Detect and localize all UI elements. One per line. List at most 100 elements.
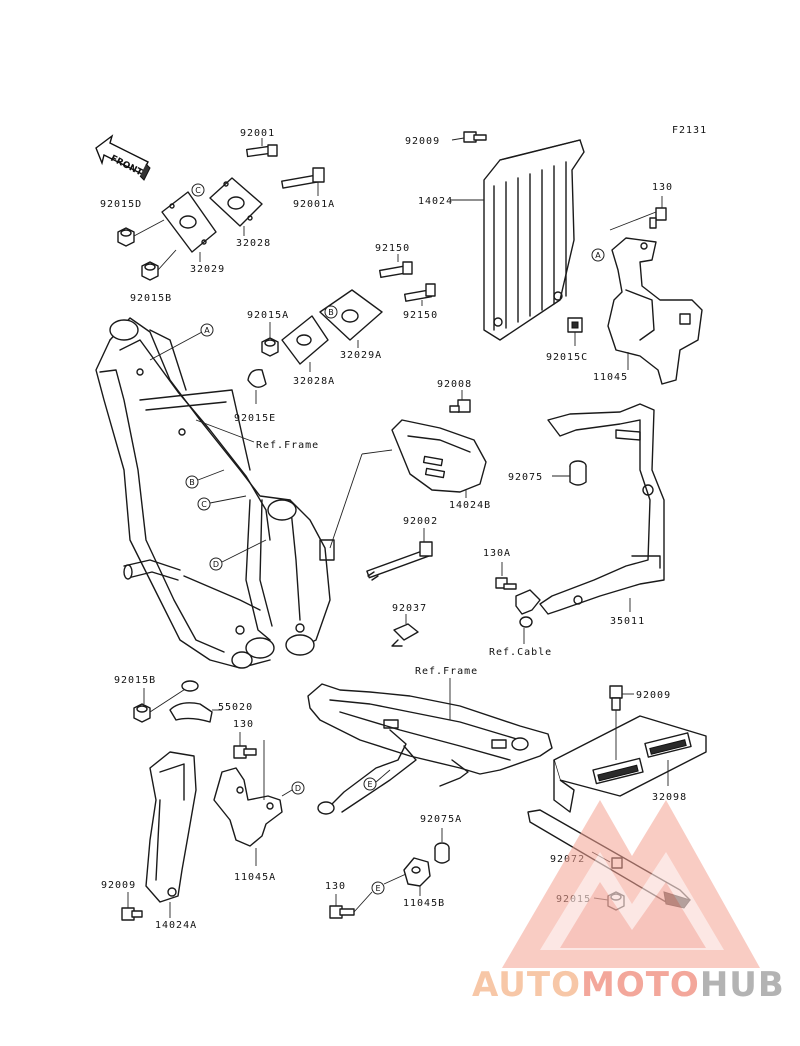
bolt-130a-icon <box>495 577 517 590</box>
plate-32029a-icon <box>319 289 383 341</box>
bolt-92009-bot-icon <box>121 907 143 921</box>
cable-clamp-icon <box>515 589 541 628</box>
radiator-guard-14024-icon <box>483 139 585 341</box>
label-32028: 32028 <box>236 238 271 249</box>
label-92015b-top: 92015B <box>130 293 172 304</box>
bracket-11045-icon <box>607 237 703 385</box>
label-32029: 32029 <box>190 264 225 275</box>
bolt-92150-b-icon <box>403 283 436 302</box>
callout-d-frame: D <box>209 557 223 571</box>
label-11045a: 11045A <box>234 872 276 883</box>
guard-14024b-icon <box>391 419 487 493</box>
plate-32028a-icon <box>281 315 329 365</box>
label-ref-frame-2: Ref.Frame <box>415 666 478 677</box>
label-92015b-bot: 92015B <box>114 675 156 686</box>
bracket-35011-icon <box>539 403 665 615</box>
bolt-92009-top-icon <box>463 131 487 143</box>
guard-14024a-icon <box>145 751 197 903</box>
svg-text:C: C <box>195 186 201 195</box>
bolt-130-top-icon <box>649 207 667 229</box>
label-130-mid: 130 <box>233 719 254 730</box>
svg-text:B: B <box>328 308 334 317</box>
label-92009-top: 92009 <box>405 136 440 147</box>
bolt-92150-a-icon <box>378 261 413 279</box>
label-92015a: 92015A <box>247 310 289 321</box>
label-14024b: 14024B <box>449 500 491 511</box>
label-14024: 14024 <box>418 196 453 207</box>
bolt-130-mid-icon <box>233 745 257 759</box>
svg-text:A: A <box>204 326 210 335</box>
label-130-bot: 130 <box>325 881 346 892</box>
bolt-92001a-icon <box>281 167 325 189</box>
svg-text:AUTOMOTOHUB: AUTOMOTOHUB <box>472 965 785 1005</box>
label-55020: 55020 <box>218 702 253 713</box>
callout-b-mid: B <box>324 305 338 319</box>
watermark-part-1: AUTO <box>472 965 581 1005</box>
callout-e-subframe: E <box>363 777 377 791</box>
label-32028a: 32028A <box>293 376 335 387</box>
label-32098: 32098 <box>652 792 687 803</box>
nut-92015a-icon <box>261 337 279 357</box>
svg-text:D: D <box>295 784 301 793</box>
label-92008: 92008 <box>437 379 472 390</box>
bolt-92008-icon <box>449 399 471 413</box>
bolt-92001-icon <box>245 144 278 158</box>
watermark-logo: AUTOMOTOHUB <box>472 800 785 1005</box>
callout-d-bracket: D <box>291 781 305 795</box>
svg-text:A: A <box>595 251 601 260</box>
label-32029a: 32029A <box>340 350 382 361</box>
bolt-130-bot-icon <box>329 905 355 919</box>
clip-92015c-icon <box>567 317 583 333</box>
label-92015c: 92015C <box>546 352 588 363</box>
svg-text:E: E <box>367 780 372 789</box>
label-92075a: 92075A <box>420 814 462 825</box>
label-92015e: 92015E <box>234 413 276 424</box>
nut-92015b-top-icon <box>141 261 159 281</box>
bolt-92002-icon <box>366 541 433 584</box>
label-92075: 92075 <box>508 472 543 483</box>
label-92037: 92037 <box>392 603 427 614</box>
front-arrow-icon: FRONT <box>95 134 151 181</box>
label-14024a: 14024A <box>155 920 197 931</box>
bracket-11045b-icon <box>403 857 431 887</box>
label-11045b: 11045B <box>403 898 445 909</box>
subframe-icon <box>307 683 553 815</box>
label-92001a: 92001A <box>293 199 335 210</box>
svg-text:D: D <box>213 560 219 569</box>
bushing-55020-icon <box>169 680 213 723</box>
label-92001: 92001 <box>240 128 275 139</box>
callout-a-top: A <box>591 248 605 262</box>
plate-32028-icon <box>209 177 263 227</box>
callout-a-frame: A <box>200 323 214 337</box>
watermark-part-2: MOTO <box>581 965 700 1005</box>
svg-text:B: B <box>189 478 195 487</box>
label-130a: 130A <box>483 548 511 559</box>
nut-92015b-bot-icon <box>133 703 151 723</box>
spacer-92075-icon <box>569 460 587 486</box>
label-92002: 92002 <box>403 516 438 527</box>
label-92009-bot: 92009 <box>101 880 136 891</box>
figure-code: F2131 <box>672 125 707 136</box>
callout-c-frame: C <box>197 497 211 511</box>
label-92015d: 92015D <box>100 199 142 210</box>
label-ref-frame-1: Ref.Frame <box>256 440 319 451</box>
clip-92015e-icon <box>247 369 267 388</box>
bolt-92009-mid-icon <box>609 685 623 711</box>
battery-case-32098-icon <box>553 715 707 813</box>
plate-32029-icon <box>161 191 217 253</box>
label-ref-cable: Ref.Cable <box>489 647 552 658</box>
callout-e-bottom: E <box>371 881 385 895</box>
watermark-part-3: HUB <box>700 965 785 1005</box>
svg-text:E: E <box>375 884 380 893</box>
label-92150-a: 92150 <box>375 243 410 254</box>
label-92150-b: 92150 <box>403 310 438 321</box>
label-92009-mid: 92009 <box>636 690 671 701</box>
callout-b-frame: B <box>185 475 199 489</box>
label-130-top: 130 <box>652 182 673 193</box>
svg-text:C: C <box>201 500 207 509</box>
clip-92037-icon <box>391 623 419 647</box>
callout-c-top: C <box>191 183 205 197</box>
label-35011: 35011 <box>610 616 645 627</box>
nut-92015d-icon <box>117 227 135 247</box>
